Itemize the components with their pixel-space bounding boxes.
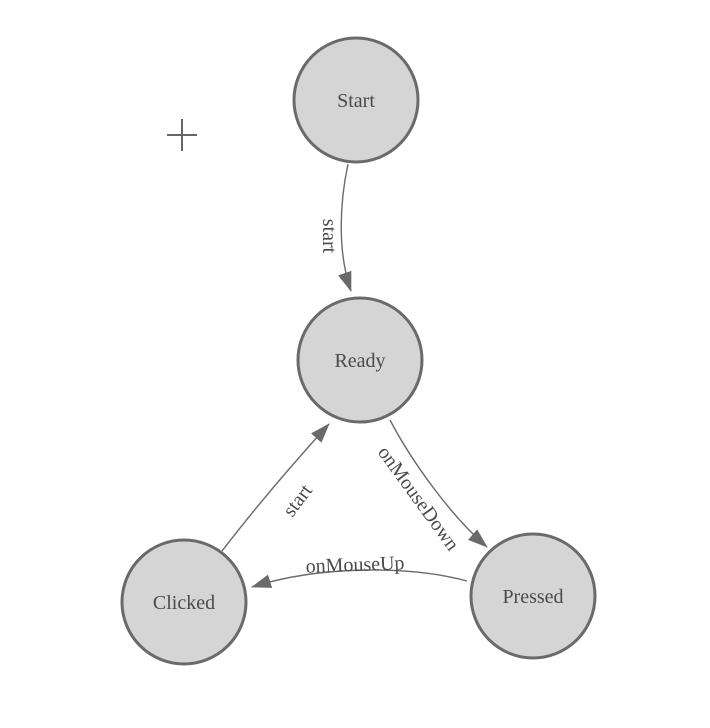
transition-edge-clicked-ready[interactable] bbox=[221, 423, 330, 552]
state-label-ready: Ready bbox=[334, 350, 385, 372]
transition-pressed-to-clicked: onMouseUp bbox=[251, 552, 468, 588]
state-circle-pressed[interactable] bbox=[469, 532, 597, 660]
state-label-clicked: Clicked bbox=[153, 592, 215, 614]
transition-ready-to-pressed: onMouseDown bbox=[373, 419, 488, 555]
state-circle-ready[interactable] bbox=[296, 296, 424, 424]
state-label-start: Start bbox=[337, 90, 375, 112]
transition-clicked-to-ready: start bbox=[221, 423, 330, 552]
transition-label-onmousedown: onMouseDown bbox=[373, 442, 463, 555]
transition-label-onmouseup: onMouseUp bbox=[305, 552, 405, 577]
state-node-ready[interactable]: Ready bbox=[296, 296, 424, 424]
state-label-pressed: Pressed bbox=[502, 586, 563, 608]
transition-start-to-ready: start bbox=[318, 163, 352, 292]
state-node-clicked[interactable]: Clicked bbox=[120, 538, 248, 666]
state-circle-clicked[interactable] bbox=[120, 538, 248, 666]
state-circle-start[interactable] bbox=[292, 36, 420, 164]
state-node-pressed[interactable]: Pressed bbox=[469, 532, 597, 660]
transition-label-start-2: start bbox=[279, 480, 318, 521]
transition-edge-ready-pressed[interactable] bbox=[389, 419, 488, 548]
transition-label-start: start bbox=[318, 219, 340, 254]
transition-edge-pressed-clicked[interactable] bbox=[251, 569, 468, 588]
state-node-start[interactable]: Start bbox=[292, 36, 420, 164]
origin-crosshair-icon bbox=[167, 119, 197, 151]
transition-edge-start-ready[interactable] bbox=[338, 163, 352, 292]
